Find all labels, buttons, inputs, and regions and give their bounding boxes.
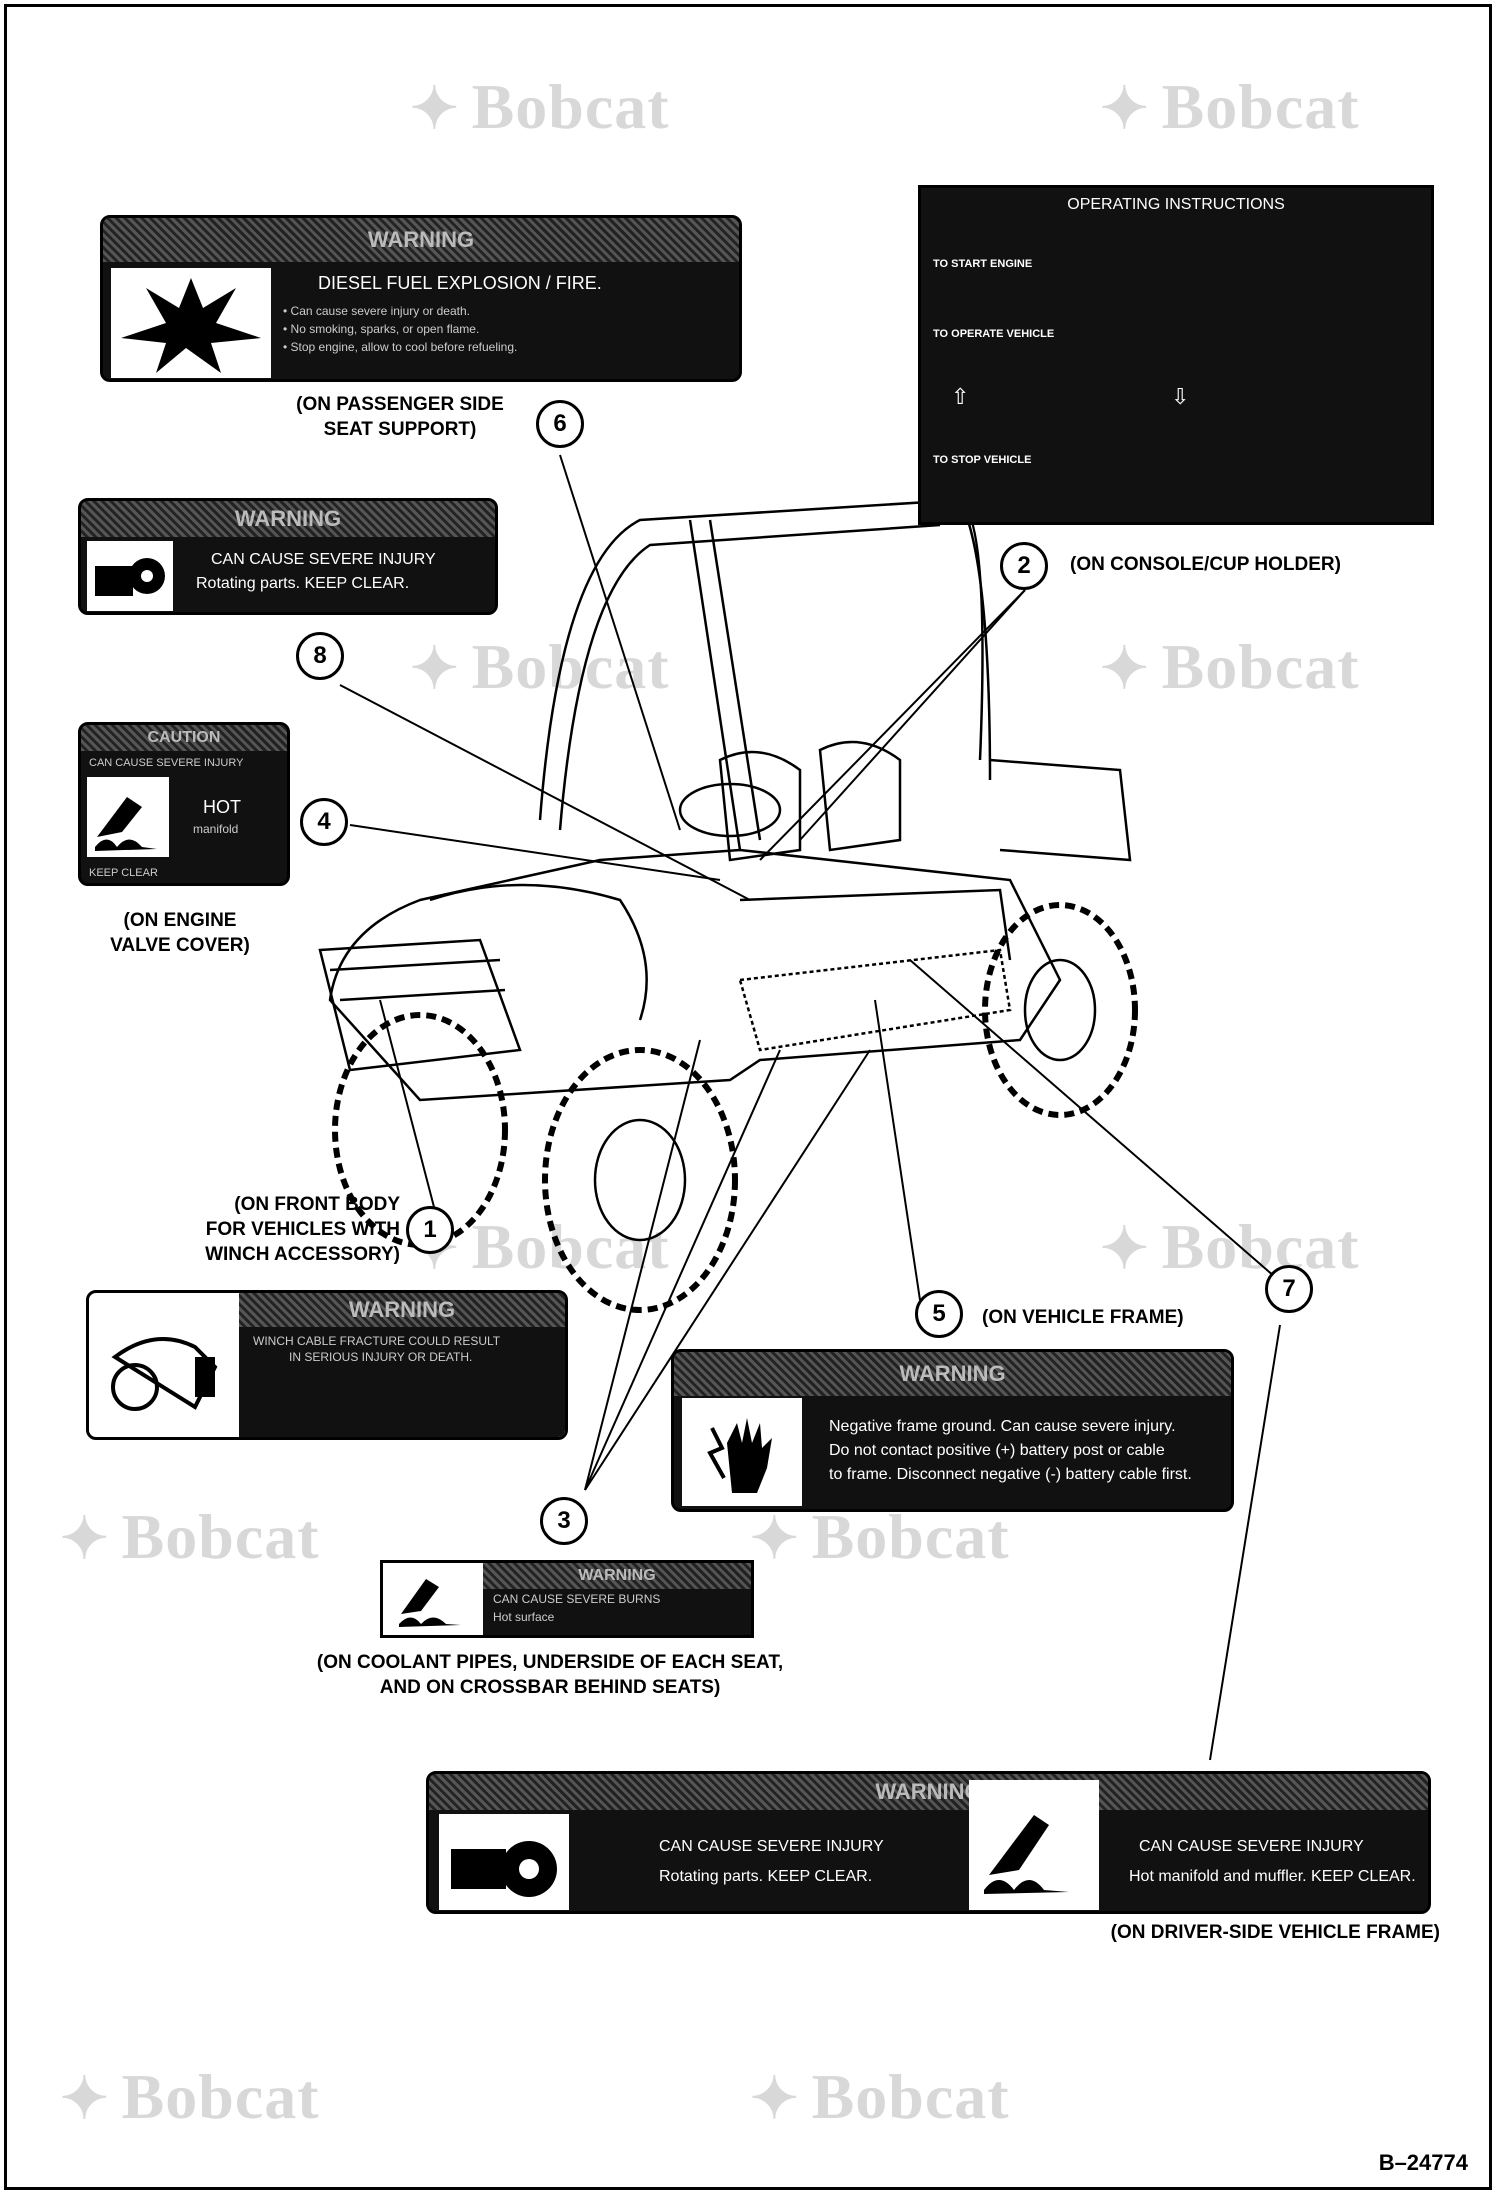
watermark: ✦Bobcat: [750, 1501, 1010, 1572]
hot-surface-icon: [391, 1569, 471, 1631]
callout-4: 4: [300, 798, 348, 846]
decal-header: WARNING: [483, 1563, 751, 1589]
callout-2: 2: [1000, 542, 1048, 590]
callout-3: 3: [540, 1497, 588, 1545]
caption-driverside: (ON DRIVER-SIDE VEHICLE FRAME): [1110, 1922, 1440, 1943]
manifold-hot: HOT: [203, 797, 241, 817]
watermark: ✦Bobcat: [1100, 1211, 1360, 1282]
callout-7: 7: [1265, 1265, 1313, 1313]
decal-header: WARNING: [103, 218, 739, 262]
caption-coolant: (ON COOLANT PIPES, UNDERSIDE OF EACH SEA…: [316, 1652, 784, 1698]
watermark: ✦Bobcat: [1100, 71, 1360, 142]
hot-surface-icon: [969, 1780, 1099, 1910]
operating-stop: TO STOP VEHICLE: [933, 454, 1032, 466]
caption-console: (ON CONSOLE/CUP HOLDER): [1070, 554, 1341, 575]
explosion-icon: [111, 268, 271, 378]
callout-8: 8: [296, 632, 344, 680]
caption-frame: (ON VEHICLE FRAME): [982, 1307, 1184, 1328]
manifold-word: manifold: [193, 822, 239, 836]
watermark: ✦Bobcat: [60, 1501, 320, 1572]
arrow-up-icon: ⇧: [951, 384, 970, 409]
winch-icon: [95, 1307, 235, 1427]
decal-header: WARNING: [81, 501, 495, 537]
decal-header: CAUTION: [81, 725, 287, 751]
fuel-line: • Can cause severe injury or death.: [283, 304, 470, 318]
decal-header: WARNING: [239, 1293, 565, 1327]
driver-right-line2: Hot manifold and muffler. KEEP CLEAR.: [1129, 1868, 1416, 1885]
burns-line2: Hot surface: [493, 1610, 555, 1624]
callout-5: 5: [915, 1290, 963, 1338]
watermark: ✦Bobcat: [750, 2061, 1010, 2132]
manifold-keep: KEEP CLEAR: [89, 867, 158, 879]
rotating-line2: Rotating parts. KEEP CLEAR.: [196, 575, 410, 592]
decal-header: WARNING: [429, 1774, 1428, 1810]
watermark: ✦Bobcat: [1100, 631, 1360, 702]
battery-line: to frame. Disconnect negative (-) batter…: [829, 1466, 1192, 1483]
rotating-line1: CAN CAUSE SEVERE INJURY: [211, 551, 436, 568]
burns-warning-decal: WARNING CAN CAUSE SEVERE BURNS Hot surfa…: [380, 1560, 754, 1638]
battery-warning-decal: WARNING Negative frame ground. Can cause…: [671, 1349, 1234, 1512]
arrow-down-icon: ⇩: [1171, 384, 1190, 409]
fuel-line: • No smoking, sparks, or open flame.: [283, 322, 480, 336]
driver-side-decal: WARNING CAN CAUSE SEVERE INJURY Rotating…: [426, 1771, 1431, 1914]
fuel-title: DIESEL FUEL EXPLOSION / FIRE.: [318, 273, 602, 293]
hot-surface-icon: [87, 777, 169, 857]
page-frame: [4, 4, 1492, 2190]
driver-left-line1: CAN CAUSE SEVERE INJURY: [659, 1838, 884, 1855]
winch-line1: WINCH CABLE FRACTURE COULD RESULT: [253, 1334, 501, 1348]
callout-6: 6: [536, 400, 584, 448]
figure-code: B–24774: [1378, 2150, 1468, 2175]
driver-right-line1: CAN CAUSE SEVERE INJURY: [1139, 1838, 1364, 1855]
watermark: ✦Bobcat: [60, 2061, 320, 2132]
operating-instructions-decal: OPERATING INSTRUCTIONS TO START ENGINE T…: [918, 185, 1434, 525]
operating-operate: TO OPERATE VEHICLE: [933, 328, 1055, 340]
driver-left-line2: Rotating parts. KEEP CLEAR.: [659, 1868, 873, 1885]
callout-1: 1: [406, 1206, 454, 1254]
watermark: ✦Bobcat: [410, 71, 670, 142]
decal-header: WARNING: [674, 1352, 1231, 1396]
manifold-top: CAN CAUSE SEVERE INJURY: [89, 757, 244, 769]
battery-line: Do not contact positive (+) battery post…: [829, 1442, 1165, 1459]
winch-warning-decal: WARNING WINCH CABLE FRACTURE COULD RESUL…: [86, 1290, 568, 1440]
rotating-parts-icon: [439, 1814, 569, 1910]
hot-manifold-decal: CAUTION CAN CAUSE SEVERE INJURY HOT mani…: [78, 722, 290, 886]
rotating-parts-icon: [87, 541, 173, 611]
battery-line: Negative frame ground. Can cause severe …: [829, 1418, 1176, 1435]
operating-start: TO START ENGINE: [933, 258, 1033, 270]
burns-line1: CAN CAUSE SEVERE BURNS: [493, 1592, 661, 1606]
winch-line2: IN SERIOUS INJURY OR DEATH.: [289, 1350, 473, 1364]
electric-shock-icon: [682, 1398, 802, 1506]
fuel-line: • Stop engine, allow to cool before refu…: [283, 340, 518, 354]
watermark: ✦Bobcat: [410, 631, 670, 702]
rotating-parts-decal: WARNING CAN CAUSE SEVERE INJURY Rotating…: [78, 498, 498, 615]
fuel-warning-decal: WARNING DIESEL FUEL EXPLOSION / FIRE. • …: [100, 215, 742, 382]
operating-title: OPERATING INSTRUCTIONS: [1067, 196, 1285, 213]
